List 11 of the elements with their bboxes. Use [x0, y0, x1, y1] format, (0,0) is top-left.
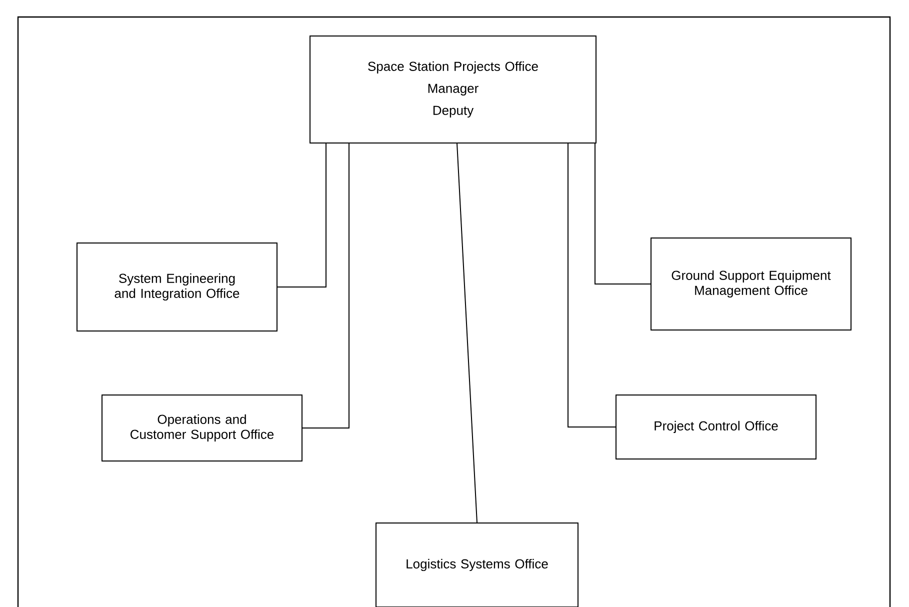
connector-line — [302, 143, 350, 428]
connector-line — [568, 143, 616, 428]
connector-line — [277, 143, 326, 288]
office-box: System Engineering and Integration Office — [76, 242, 278, 332]
office-box: Space Station Projects Office Manager Deputy — [310, 36, 596, 144]
office-box: Logistics Systems Office — [376, 522, 578, 607]
connector-line — [456, 143, 478, 523]
office-box: Project Control Office — [616, 394, 817, 460]
office-box: Operations and Customer Support Office — [102, 394, 302, 462]
office-box: Ground Support Equipment Management Office — [650, 238, 852, 330]
connector-line — [594, 143, 651, 284]
